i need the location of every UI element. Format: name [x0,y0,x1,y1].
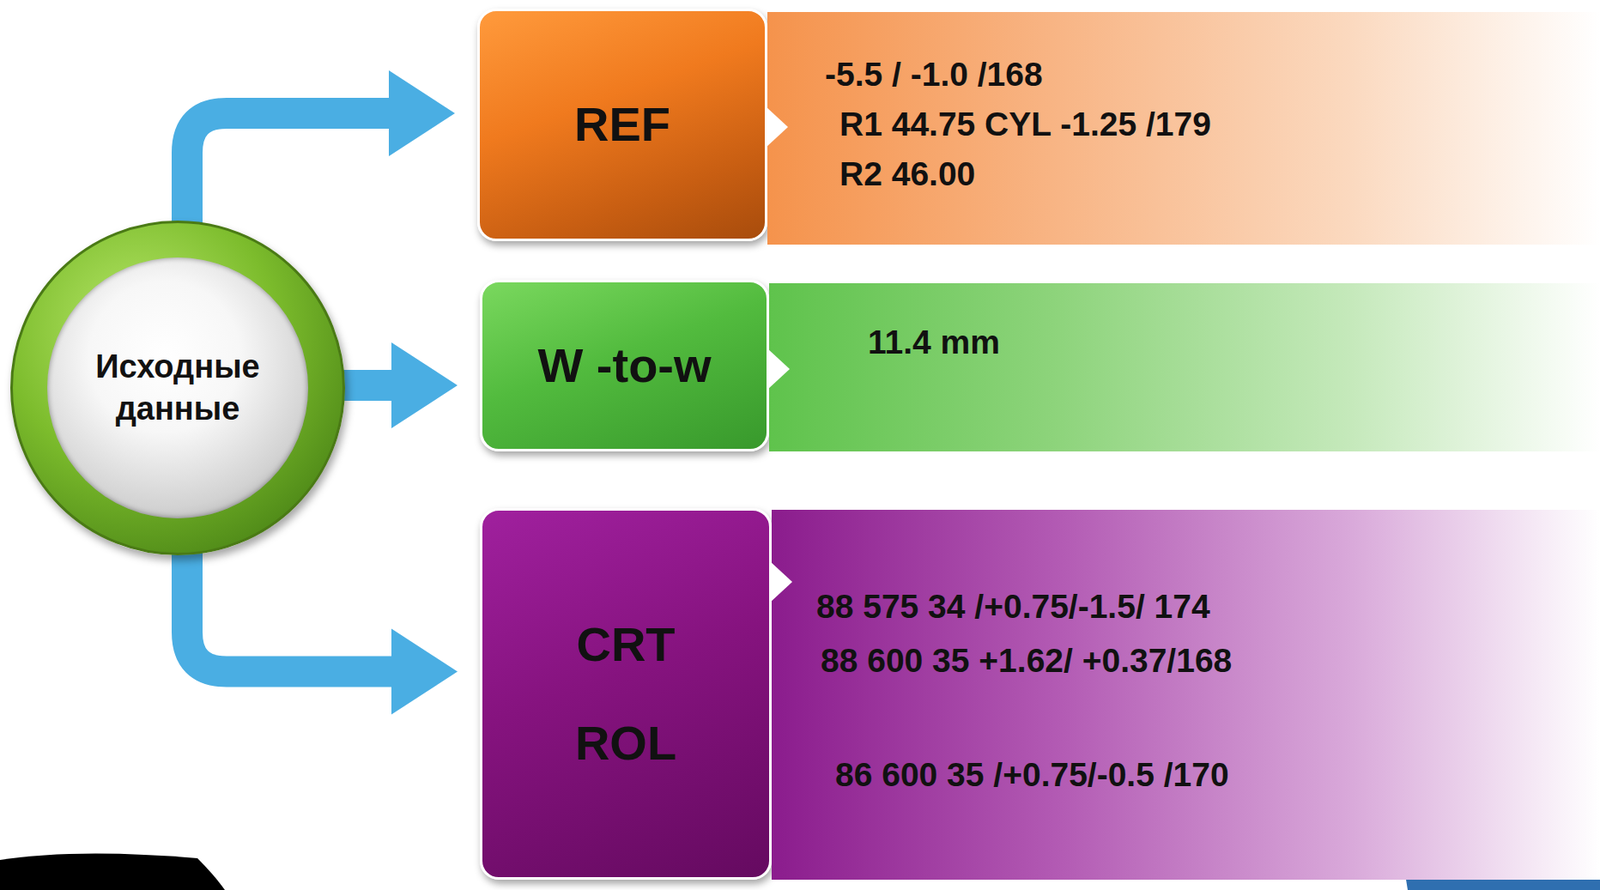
flow-arrow [187,70,455,226]
sphere: Исходные данные [47,257,309,519]
arrow-head [391,342,458,429]
data-band: -5.5 / -1.0 /168 R1 44.75 CYL -1.25 /179R… [767,12,1600,245]
data-band: 88 575 34 /+0.75/-1.5/ 174 88 600 35 +1.6… [771,509,1600,880]
arrow-head [388,70,455,157]
node-label: CRT [575,617,675,673]
node-label: ROL [575,715,677,771]
wtw-box: W -to-w [479,279,770,452]
pointer-chevron [769,561,793,603]
corner-arc [0,853,225,890]
ref-box: REF [477,8,768,242]
pointer-chevron [767,348,790,390]
data-line: 88 600 35 +1.62/ +0.37/168 [820,641,1232,682]
data-band: 11.4 mm [769,283,1600,452]
start-circle: Исходные данные [10,220,346,556]
data-line: -5.5 / -1.0 /168 [824,54,1043,96]
data-line: 86 600 35 /+0.75/-0.5 /170 [835,755,1230,796]
data-line: 11.4 mm [867,322,1000,364]
data-line: 88 575 34 /+0.75/-1.5/ 174 [816,587,1211,628]
flow-arrow [187,550,458,716]
flow-arrow [339,342,458,429]
node-label: W -to-w [537,338,711,394]
pointer-chevron [765,106,788,148]
node-label: REF [574,96,671,152]
arrow-shaft [187,550,394,673]
arrow-shaft [187,113,391,226]
node-label: Исходные данные [74,345,281,430]
crt-rol-box: CRT ROL [479,508,772,880]
arrow-head [391,629,458,716]
data-line: R2 46.00 [839,154,976,195]
data-line: R1 44.75 CYL -1.25 /179 [839,104,1212,146]
arrow-shaft [339,369,394,401]
